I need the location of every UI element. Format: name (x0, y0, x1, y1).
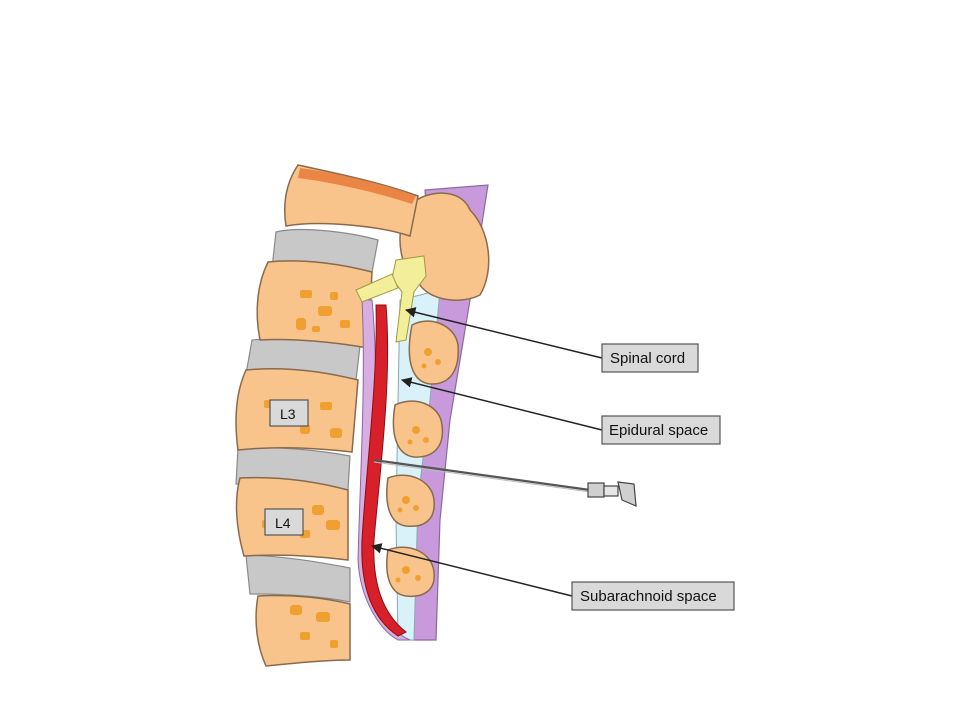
vertebra-label-l3-text: L3 (280, 406, 296, 422)
spinous-process-5 (386, 546, 435, 598)
disc-4 (245, 554, 351, 603)
vertebra-label-l3: L3 (269, 399, 309, 427)
needle-hub (587, 482, 605, 498)
label-spinal-cord: Spinal cord (601, 343, 699, 373)
subarachnoid-space-leader (370, 543, 573, 597)
spinous-process-2 (408, 320, 459, 385)
label-epidural-space: Epidural space (601, 415, 721, 445)
epidural-space-leader (400, 377, 603, 431)
vertebra-top-cancellous-surface (298, 168, 416, 204)
vertebra-label-l4: L4 (264, 508, 304, 536)
spinous-process-marrow (395, 348, 441, 583)
vertebra-l5 (255, 594, 351, 667)
label-subarachnoid-space: Subarachnoid space (571, 581, 735, 611)
syringe-flange (617, 481, 637, 507)
label-subarachnoid-space-text: Subarachnoid space (580, 588, 717, 605)
syringe-barrel (603, 485, 619, 497)
label-epidural-space-text: Epidural space (609, 422, 708, 439)
vertebra-top (283, 164, 419, 237)
label-spinal-cord-text: Spinal cord (610, 350, 685, 367)
ligament-flavum (355, 273, 399, 303)
vertebra-l2 (256, 260, 373, 349)
spinal-needle (373, 458, 637, 507)
vertebra-label-l4-text: L4 (275, 515, 291, 531)
spinal-cord-leader (404, 307, 603, 359)
spinous-process-4 (386, 474, 435, 528)
